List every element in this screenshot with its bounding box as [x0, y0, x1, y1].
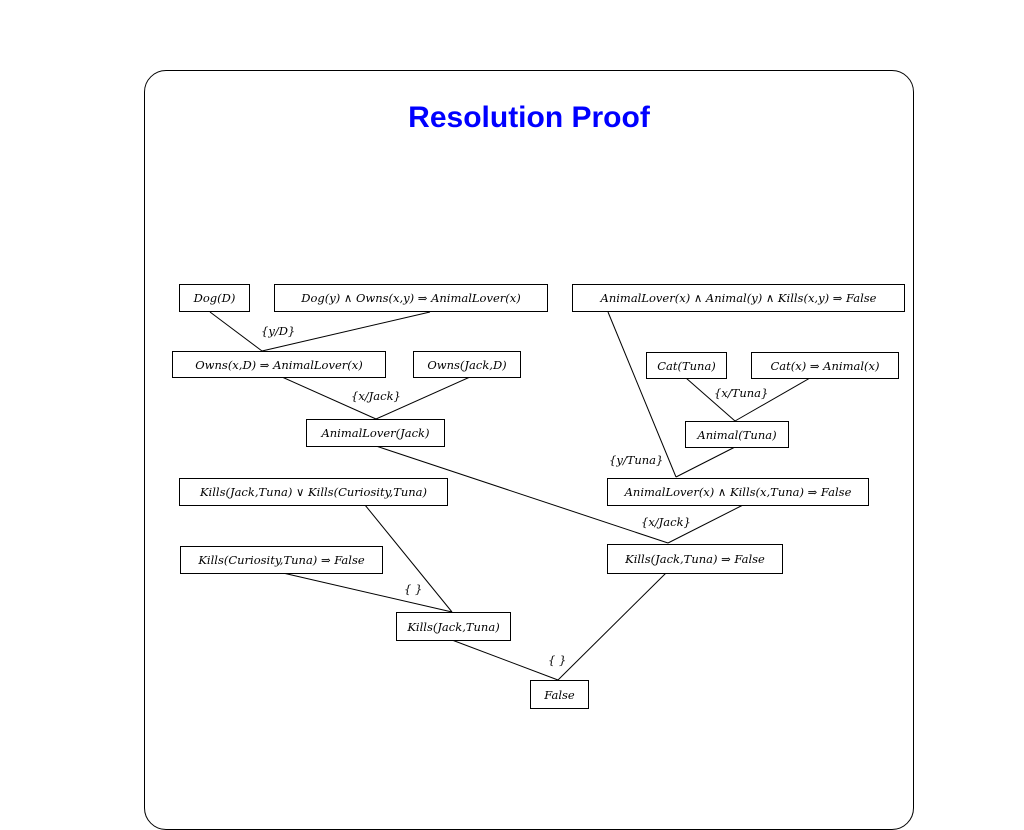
clause-false: False	[530, 680, 589, 709]
proof-edges	[209, 311, 811, 681]
edge-animallover-kills-tuna-to-kills-jack-rule	[667, 504, 744, 544]
substitution-empty-1: { }	[404, 582, 423, 596]
clause-owns-jack-d: Owns(Jack,D)	[413, 351, 521, 378]
slide-title: Resolution Proof	[408, 101, 650, 134]
edge-dog-rule-to-owns-rule	[261, 311, 431, 352]
clause-animal-tuna: Animal(Tuna)	[685, 421, 789, 448]
clause-animallover-jack: AnimalLover(Jack)	[306, 419, 445, 447]
clause-kills-jack-rule: Kills(Jack,Tuna) ⇒ False	[607, 544, 783, 574]
clause-kills-curiosity-rule: Kills(Curiosity,Tuna) ⇒ False	[180, 546, 383, 574]
clause-dog-d: Dog(D)	[179, 284, 250, 312]
substitution-y-tuna: {y/Tuna}	[609, 453, 664, 467]
clause-animallover-kills-rule: AnimalLover(x) ∧ Animal(y) ∧ Kills(x,y) …	[572, 284, 905, 312]
clause-cat-animal-rule: Cat(x) ⇒ Animal(x)	[751, 352, 899, 379]
clause-cat-tuna: Cat(Tuna)	[646, 352, 727, 379]
substitution-x-tuna: {x/Tuna}	[714, 386, 769, 400]
edge-owns-jack-to-animallover-jack	[375, 376, 471, 420]
clause-dog-owns-rule: Dog(y) ∧ Owns(x,y) ⇒ AnimalLover(x)	[274, 284, 548, 312]
edge-animal-tuna-to-animallover-kills-tuna	[675, 446, 736, 478]
substitution-empty-2: { }	[548, 653, 567, 667]
edge-curiosity-rule-to-kills-jack-tuna	[282, 572, 453, 613]
edge-kills-jack-tuna-to-false	[451, 639, 559, 681]
edge-cat-rule-to-animal-tuna	[734, 377, 811, 422]
clause-owns-rule: Owns(x,D) ⇒ AnimalLover(x)	[172, 351, 386, 378]
substitution-x-jack-1: {x/Jack}	[351, 389, 401, 403]
substitution-x-jack-2: {x/Jack}	[641, 515, 691, 529]
edge-disjunction-to-kills-jack-tuna	[364, 504, 453, 613]
edge-dog-to-owns-rule	[209, 311, 263, 352]
edge-cat-tuna-to-animal-tuna	[685, 377, 736, 422]
edge-owns-rule-to-animallover-jack	[281, 376, 377, 420]
clause-kills-disjunction: Kills(Jack,Tuna) ∨ Kills(Curiosity,Tuna)	[179, 478, 448, 506]
edge-animallover-jack-to-kills-jack-rule	[375, 445, 669, 544]
clause-animallover-kills-tuna-rule: AnimalLover(x) ∧ Kills(x,Tuna) ⇒ False	[607, 478, 869, 506]
substitution-y-d: {y/D}	[261, 324, 296, 338]
edge-kills-rule-to-animallover-kills-tuna	[607, 311, 677, 478]
edge-kills-jack-rule-to-false	[557, 572, 667, 681]
clause-kills-jack-tuna: Kills(Jack,Tuna)	[396, 612, 511, 641]
